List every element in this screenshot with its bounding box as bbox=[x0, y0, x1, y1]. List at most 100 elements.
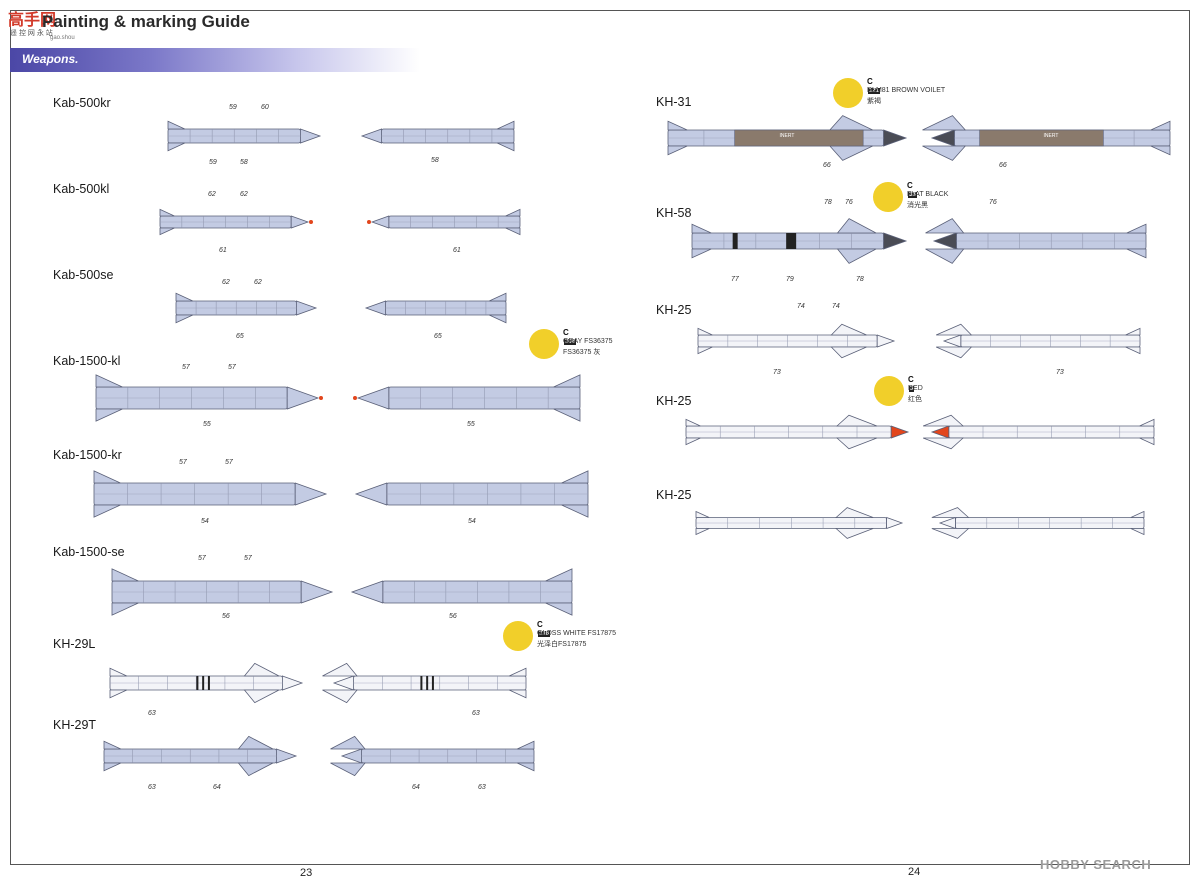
paint-code-number: 121 bbox=[868, 88, 881, 95]
missile-drawing bbox=[322, 662, 527, 704]
black-stripe bbox=[196, 676, 199, 690]
missile-fin bbox=[509, 689, 527, 699]
callout-number: 59 bbox=[229, 104, 237, 111]
missile-fin bbox=[111, 568, 139, 582]
black-stripe bbox=[786, 233, 797, 249]
paint-code: C121 bbox=[867, 77, 881, 95]
missile-drawing bbox=[111, 568, 334, 616]
paint-code: C308 bbox=[563, 328, 577, 346]
paint-code-letter: C bbox=[867, 77, 873, 87]
missile-nose bbox=[883, 129, 908, 147]
missile-wing bbox=[322, 662, 358, 677]
missile-wing bbox=[931, 528, 970, 539]
paint-bottle-icon bbox=[529, 329, 559, 359]
missile-fin bbox=[695, 510, 710, 518]
missile-wing bbox=[330, 735, 366, 750]
paint-bottle-icon bbox=[874, 376, 904, 406]
paint-name-cn: 红色 bbox=[908, 396, 922, 403]
callout-number: 78 bbox=[856, 276, 864, 283]
paint-code: C3 bbox=[908, 375, 915, 393]
missile-nose bbox=[876, 334, 896, 348]
fuse-tip bbox=[319, 396, 323, 400]
missile-fin bbox=[697, 327, 713, 336]
missile-nose bbox=[295, 300, 318, 316]
missile-drawing bbox=[350, 568, 573, 616]
missile-wing bbox=[836, 218, 877, 234]
callout-number: 62 bbox=[240, 191, 248, 198]
missile-wing bbox=[828, 145, 873, 161]
missile-fin bbox=[109, 689, 127, 699]
missile-fin bbox=[1130, 510, 1145, 518]
paint-code-letter: C bbox=[537, 620, 543, 630]
callout-number: 63 bbox=[472, 710, 480, 717]
callout-number: 64 bbox=[412, 784, 420, 791]
weapon-label: KH-25 bbox=[656, 303, 692, 317]
missile-fin bbox=[667, 120, 688, 131]
black-stripe bbox=[431, 676, 434, 690]
missile-drawing bbox=[931, 507, 1145, 539]
paint-code-letter: C bbox=[563, 328, 569, 338]
paint-name-cn: FS36375 灰 bbox=[563, 349, 601, 356]
section-band: Weapons. bbox=[10, 48, 420, 72]
callout-number: 64 bbox=[213, 784, 221, 791]
weapon-label: KH-58 bbox=[656, 206, 692, 220]
missile-fin bbox=[489, 292, 507, 302]
missile-drawing bbox=[175, 292, 318, 324]
missile-fin bbox=[1126, 248, 1147, 259]
callout-number: 73 bbox=[1056, 369, 1064, 376]
missile-wing bbox=[925, 248, 965, 264]
callout-number: 60 bbox=[261, 104, 269, 111]
page-title: Painting & marking Guide bbox=[42, 12, 250, 31]
site-logo-url: gao.shou bbox=[50, 35, 75, 41]
missile-fin bbox=[691, 248, 712, 259]
paint-code-number: 316 bbox=[538, 631, 551, 638]
fuse-tip bbox=[309, 220, 313, 224]
missile-fin bbox=[545, 602, 573, 616]
missile-fin bbox=[509, 667, 527, 677]
missile-fin bbox=[1139, 418, 1155, 427]
paint-code-number: 33 bbox=[908, 192, 917, 199]
missile-wing bbox=[828, 115, 873, 131]
callout-number: 62 bbox=[208, 191, 216, 198]
missile-fin bbox=[517, 762, 535, 772]
missile-nose bbox=[883, 232, 908, 250]
fuse-tip bbox=[367, 220, 371, 224]
callout-number: 62 bbox=[254, 279, 262, 286]
missile-drawing: INERT bbox=[922, 115, 1171, 161]
missile-fin bbox=[505, 208, 521, 217]
missile-nose bbox=[286, 386, 320, 410]
missile-drawing bbox=[93, 470, 328, 518]
missile-drawing bbox=[167, 120, 322, 152]
weapon-label: KH-25 bbox=[656, 394, 692, 408]
missile-fin bbox=[167, 142, 185, 152]
missile-wing bbox=[922, 145, 967, 161]
paint-name: FLAT BLACK bbox=[907, 191, 949, 198]
paint-name: RLM81 BROWN VOILET bbox=[867, 87, 946, 94]
callout-number: 59 bbox=[209, 159, 217, 166]
missile-nose bbox=[890, 425, 910, 439]
missile-fin bbox=[1150, 120, 1171, 131]
missile-nose bbox=[299, 128, 322, 144]
missile-wing bbox=[835, 507, 874, 518]
paint-name-cn: 光泽白FS17875 bbox=[537, 641, 587, 648]
page-frame bbox=[10, 10, 1190, 865]
missile-fin bbox=[545, 568, 573, 582]
site-logo-subtitle: 遥 控 网 永 站 bbox=[10, 30, 53, 37]
missile-wing bbox=[836, 248, 877, 264]
missile-fin bbox=[111, 602, 139, 616]
callout-number: 78 bbox=[824, 199, 832, 206]
missile-wing bbox=[322, 689, 358, 704]
missile-wing bbox=[830, 323, 867, 336]
missile-wing bbox=[835, 437, 878, 450]
paint-bottle-icon bbox=[503, 621, 533, 651]
callout-number: 76 bbox=[989, 199, 997, 206]
missile-wing bbox=[935, 323, 973, 336]
callout-number: 56 bbox=[449, 613, 457, 620]
missile-nose bbox=[275, 748, 298, 764]
callout-number: 66 bbox=[823, 162, 831, 169]
weapon-label: Kab-1500-kl bbox=[53, 354, 121, 368]
missile-fin bbox=[1125, 346, 1141, 355]
paint-code-number: 3 bbox=[909, 386, 915, 393]
missile-nose bbox=[300, 580, 334, 604]
missile-nose bbox=[930, 129, 955, 147]
